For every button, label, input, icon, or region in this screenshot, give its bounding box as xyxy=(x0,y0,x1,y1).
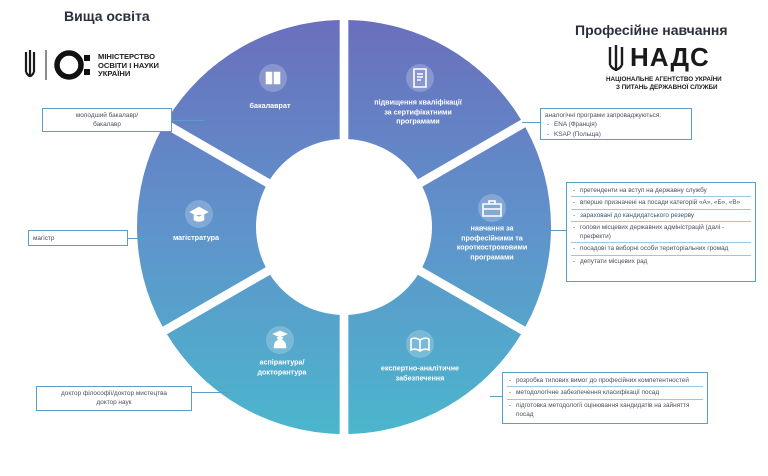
box-qualification-intro: аналогічні програми запроваджуються: xyxy=(545,112,662,119)
box-bachelor: молодший бакалавр/ бакалавр xyxy=(42,108,172,132)
ministry-emblem-icon xyxy=(24,50,90,80)
box-qualification-item: KSAP (Польща) xyxy=(545,130,687,140)
segment-label-master: магістратура xyxy=(172,233,220,243)
box-phd-line-1: доктор філософії/доктор мистецтва xyxy=(61,390,167,397)
open-book-icon xyxy=(406,330,434,358)
box-training-item: претенденти на вступ на державну службу xyxy=(571,186,751,198)
box-qualification-item: ENA (Франція) xyxy=(545,120,687,130)
ministry-line-2: ОСВІТИ І НАУКИ xyxy=(98,60,159,70)
connector-expert xyxy=(490,396,504,398)
ministry-logo: МІНІСТЕРСТВО ОСВІТИ І НАУКИ УКРАЇНИ xyxy=(20,48,220,84)
box-bachelor-line-1: молодший бакалавр/ xyxy=(75,112,139,119)
box-master-line-1: магістр xyxy=(33,235,55,242)
box-training-item: вперше призначені на посади категорій «А… xyxy=(571,198,751,210)
box-bachelor-line-2: бакалавр xyxy=(93,121,121,129)
connector-qualification xyxy=(522,122,542,124)
box-training: претенденти на вступ на державну службу … xyxy=(566,182,756,282)
box-phd: доктор філософії/доктор мистецтва доктор… xyxy=(36,386,192,411)
connector-bachelor xyxy=(170,120,204,122)
graduation-cap-icon xyxy=(185,200,213,228)
box-qualification: аналогічні програми запроваджуються: ENA… xyxy=(540,108,692,140)
ministry-line-1: МІНІСТЕРСТВО xyxy=(98,52,156,61)
connector-training xyxy=(548,230,568,232)
box-expert-item: методологічне забезпечення класифікації … xyxy=(507,388,703,400)
nads-subtitle-line-2: З ПИТАНЬ ДЕРЖАВНОЇ СЛУЖБИ xyxy=(616,83,718,91)
box-expert-item: підготовка методології оцінювання кандид… xyxy=(507,401,703,421)
box-expert: розробка типових вимог до професійних ко… xyxy=(502,372,708,424)
nads-logo: НАДС НАЦІОНАЛЬНЕ АГЕНТСТВО УКРАЇНИ З ПИТ… xyxy=(600,40,750,100)
segment-qualification xyxy=(348,20,522,180)
box-training-item: голови місцевих державних адміністрацій … xyxy=(571,223,751,244)
segment-label-bachelor: бакалаврат xyxy=(249,101,291,111)
box-phd-line-2: доктор наук xyxy=(96,399,132,407)
segment-bachelor xyxy=(166,20,340,180)
box-expert-item: розробка типових вимог до професійних ко… xyxy=(507,376,703,388)
nads-subtitle-line-1: НАЦІОНАЛЬНЕ АГЕНТСТВО УКРАЇНИ xyxy=(606,76,722,83)
connector-phd xyxy=(192,392,232,394)
box-training-item: депутати місцевих рад xyxy=(571,257,751,267)
segment-label-expert: експертно-аналітичне забезпечення xyxy=(380,363,460,382)
segment-expert xyxy=(348,274,522,434)
book-icon xyxy=(259,64,287,92)
certificate-icon xyxy=(406,64,434,92)
ministry-line-3: УКРАЇНИ xyxy=(98,69,131,79)
nads-wordmark: НАДС xyxy=(630,42,710,72)
segment-label-qualification: підвищення кваліфікації за сертифікатним… xyxy=(374,97,462,126)
higher-education-heading: Вища освіта xyxy=(64,8,150,24)
box-training-item: посадові та виборні особи територіальних… xyxy=(571,244,751,256)
professional-training-heading: Професійне навчання xyxy=(575,22,728,38)
connector-master xyxy=(126,238,150,240)
nads-trident-icon xyxy=(608,45,624,71)
segment-training xyxy=(422,127,551,327)
segment-label-phd: аспірантура/ докторантура xyxy=(257,357,307,376)
scholar-icon xyxy=(266,326,294,354)
box-master: магістр xyxy=(28,230,128,246)
briefcase-icon xyxy=(478,194,506,222)
segment-phd xyxy=(166,274,340,434)
box-training-item: зараховані до кандидатського резерву xyxy=(571,211,751,222)
segment-master xyxy=(137,127,266,327)
segment-label-training: навчання за професійними та короткострок… xyxy=(456,223,528,262)
